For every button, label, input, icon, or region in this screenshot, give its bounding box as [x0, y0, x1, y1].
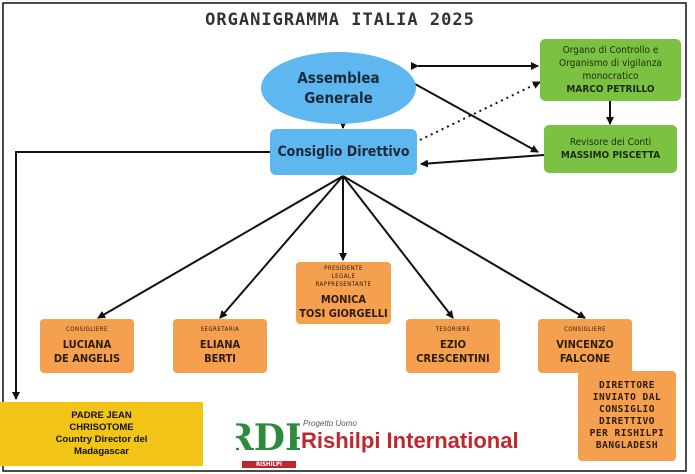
padre-line2: CHRISOTOME — [69, 422, 134, 433]
presidente-role3: RAPPRESENTANTE — [315, 281, 372, 288]
direttore-node: DIRETTORE INVIATO DAL CONSIGLIO DIRETTIV… — [578, 371, 676, 461]
direttore-line1: DIRETTORE — [599, 380, 655, 391]
member-2-role: SEGRETARIA — [200, 326, 240, 333]
arrow-consiglio-member-1 — [97, 175, 344, 319]
organo-line1: Organo di Controllo e — [562, 45, 659, 56]
rishilpi-logo-icon: RDP — [236, 410, 300, 464]
arrow-consiglio-organo-dotted — [419, 81, 541, 141]
padre-jean-node: PADRE JEAN CHRISOTOME Country Director d… — [0, 402, 203, 466]
member-3-name2: CRESCENTINI — [416, 352, 490, 365]
member-3-name1: EZIO — [439, 338, 467, 351]
arrow-consiglio-member-3 — [342, 175, 454, 319]
direttore-line5: PER RISHILPI — [589, 428, 665, 439]
member-2-name2: BERTI — [204, 352, 236, 365]
consiglio-direttivo-node: Consiglio Direttivo — [270, 129, 417, 175]
presidente-name2: TOSI GIORGELLI — [299, 307, 388, 320]
presidente-node: PRESIDENTE LEGALE RAPPRESENTANTE MONICA … — [296, 262, 391, 324]
logo-tag: RISHILPI — [242, 461, 296, 468]
consiglio-label: Consiglio Direttivo — [277, 144, 410, 160]
logo-letters: RDP — [236, 417, 300, 459]
member-4-role: CONSIGLIERE — [564, 326, 606, 333]
logo-subtitle: Progetto Uomo — [303, 419, 357, 428]
arrow-assemblea-revisore — [414, 83, 539, 153]
presidente-name1: MONICA — [320, 293, 367, 306]
member-1-name1: LUCIANA — [62, 338, 112, 351]
member-node-1: CONSIGLIERE LUCIANA DE ANGELIS — [40, 319, 134, 373]
revisore-line1: Revisore dei Conti — [569, 137, 652, 148]
direttore-line6: BANGLADESH — [595, 440, 659, 451]
revisore-conti-node: Revisore dei Conti MASSIMO PISCETTA — [544, 125, 677, 173]
page-border — [2, 2, 687, 472]
direttore-line2: INVIATO DAL — [592, 392, 662, 403]
member-1-role: CONSIGLIERE — [66, 326, 108, 333]
presidente-role2: LEGALE — [331, 273, 356, 280]
direttore-line3: CONSIGLIO — [599, 404, 655, 415]
member-1-name2: DE ANGELIS — [53, 352, 121, 365]
logo-brand-name: Rishilpi International — [301, 428, 519, 453]
member-2-name1: ELIANA — [199, 338, 241, 351]
assemblea-generale-node: Assemblea Generale — [261, 52, 416, 124]
organo-line2: Organismo di vigilanza — [559, 58, 662, 69]
member-node-4: CONSIGLIERE VINCENZO FALCONE — [538, 319, 632, 373]
padre-line1: PADRE JEAN — [71, 410, 132, 421]
assemblea-line2: Generale — [304, 89, 373, 107]
organo-name: MARCO PETRILLO — [566, 84, 655, 95]
arrow-revisore-consiglio — [420, 154, 545, 168]
arrow-consiglio-member-4 — [342, 175, 586, 319]
organo-controllo-node: Organo di Controllo e Organismo di vigil… — [540, 39, 681, 101]
member-4-name2: FALCONE — [559, 352, 611, 365]
organo-line3: monocratico — [582, 71, 639, 82]
assemblea-line1: Assemblea — [297, 69, 380, 87]
padre-line4: Madagascar — [74, 446, 129, 457]
page-title: ORGANIGRAMMA ITALIA 2025 — [205, 10, 475, 30]
direttore-line4: DIRETTIVO — [599, 416, 655, 427]
member-3-role: TESORIERE — [435, 326, 471, 333]
presidente-role1: PRESIDENTE — [324, 265, 363, 272]
revisore-name: MASSIMO PISCETTA — [560, 150, 661, 161]
padre-line3: Country Director del — [55, 434, 148, 445]
member-4-name1: VINCENZO — [556, 338, 614, 351]
arrow-consiglio-member-2 — [219, 175, 344, 319]
member-node-3: TESORIERE EZIO CRESCENTINI — [406, 319, 500, 373]
member-node-2: SEGRETARIA ELIANA BERTI — [173, 319, 267, 373]
arrow-consiglio-padre — [12, 151, 270, 400]
